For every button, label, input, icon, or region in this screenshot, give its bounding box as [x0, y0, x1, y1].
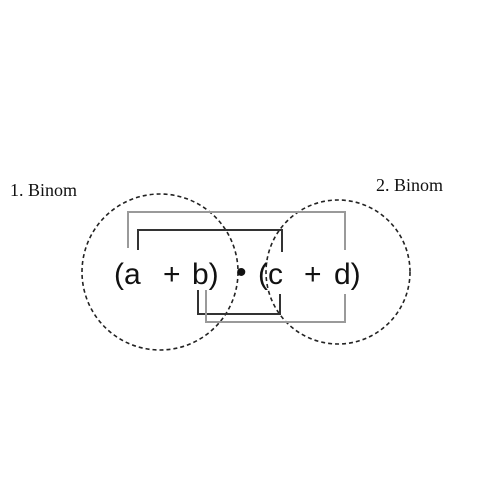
- second-binomial-circle: [265, 199, 411, 345]
- second-binomial-label: 2. Binom: [376, 175, 444, 195]
- bracket-b-to-c: [197, 290, 281, 315]
- bracket-a-to-c: [137, 229, 283, 252]
- term-d: d): [334, 258, 361, 291]
- bracket-a-to-d: [127, 211, 346, 250]
- bracket-b-to-d: [205, 290, 346, 323]
- plus-sign-first: +: [163, 258, 181, 291]
- term-c: (c: [258, 258, 283, 291]
- first-binomial-circle: [81, 193, 239, 351]
- term-b: b): [192, 258, 219, 291]
- term-a: (a: [114, 258, 141, 291]
- plus-sign-second: +: [304, 258, 322, 291]
- multiplication-dot: •: [236, 256, 247, 289]
- first-binomial-label: 1. Binom: [10, 180, 78, 200]
